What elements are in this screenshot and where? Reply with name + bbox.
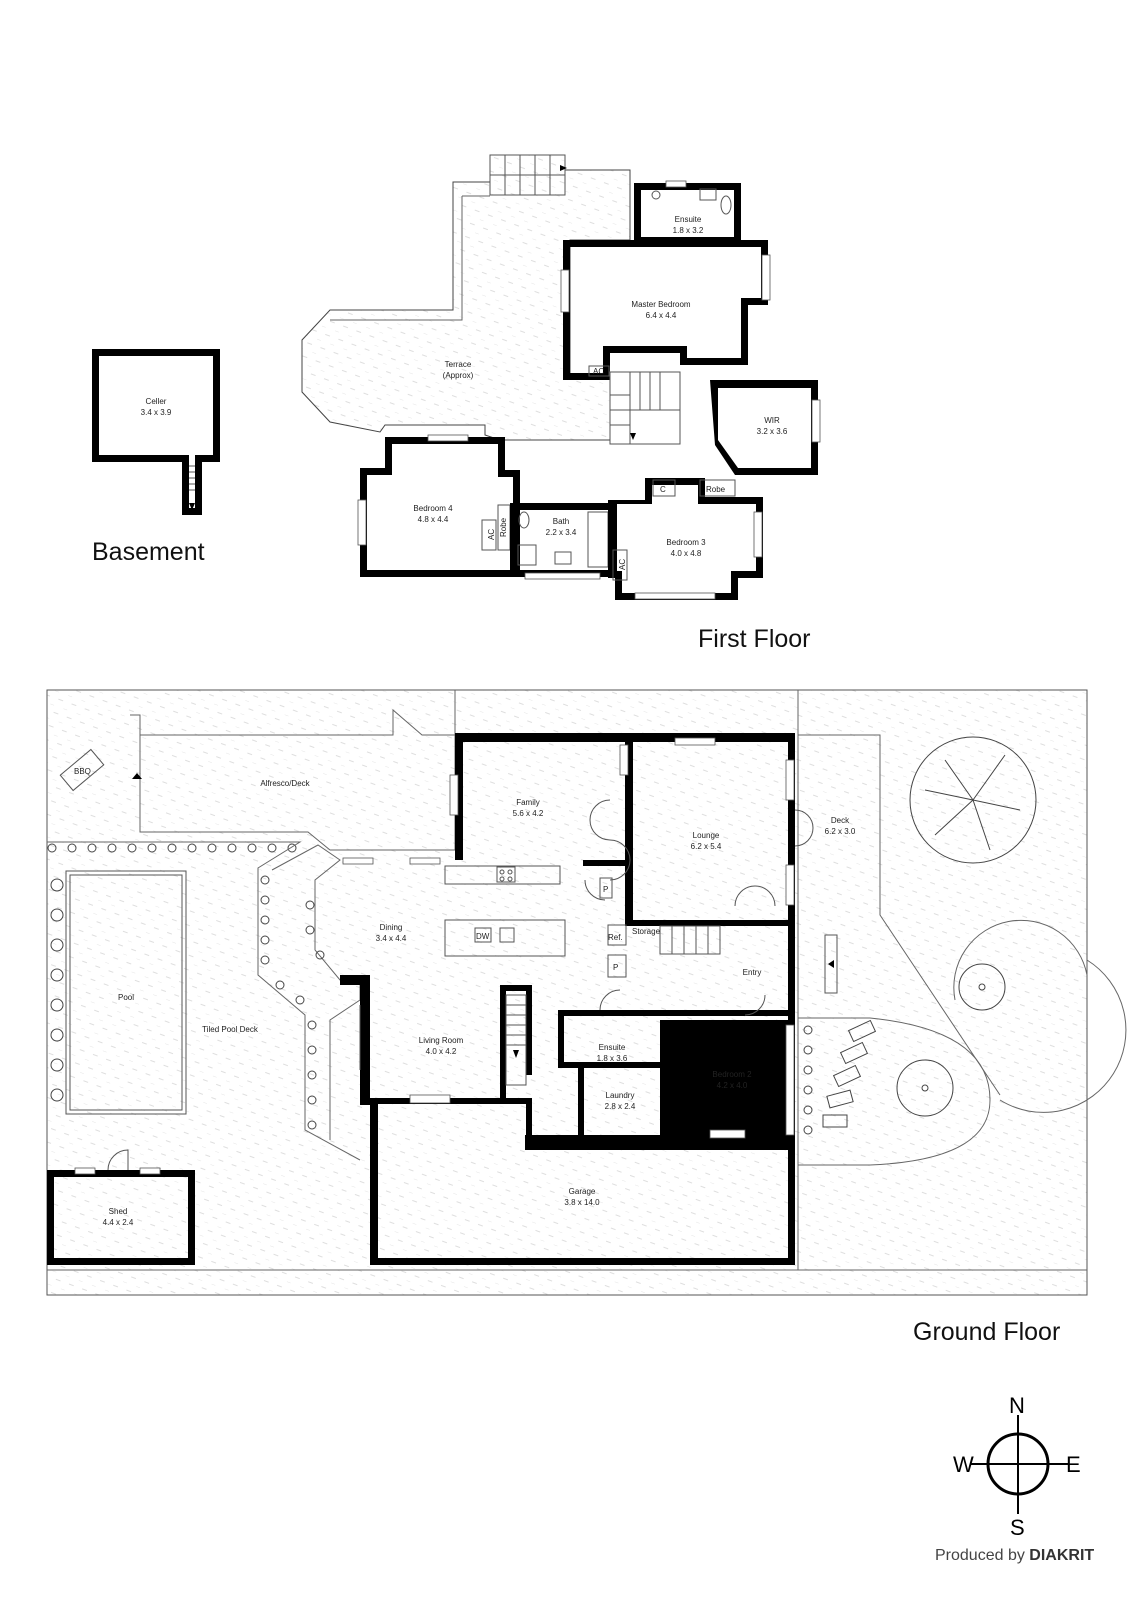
deck-name: Deck xyxy=(831,816,850,825)
terrace-name: Terrace xyxy=(445,360,472,369)
bedroom4-dims: 4.8 x 4.4 xyxy=(418,515,449,524)
wir-dims: 3.2 x 3.6 xyxy=(757,427,788,436)
terrace-area xyxy=(301,154,631,441)
pool-edge-stones xyxy=(47,843,297,1102)
compass-w: W xyxy=(953,1452,974,1477)
garage-dims: 3.8 x 14.0 xyxy=(564,1198,600,1207)
ground-floor-title: Ground Floor xyxy=(913,1318,1060,1346)
credit-brand: DIAKRIT xyxy=(1029,1547,1094,1564)
wir-name: WIR xyxy=(764,416,780,425)
bath-dims: 2.2 x 3.4 xyxy=(546,528,577,537)
compass: N S E W xyxy=(953,1393,1081,1540)
bath-name: Bath xyxy=(553,517,569,526)
master-dims: 6.4 x 4.4 xyxy=(646,311,677,320)
bedroom3-dims: 4.0 x 4.8 xyxy=(671,549,702,558)
ensuite-ff-name: Ensuite xyxy=(675,215,702,224)
basement-title: Basement xyxy=(92,538,205,566)
stepping-stones xyxy=(803,1019,877,1135)
compass-e: E xyxy=(1066,1452,1081,1477)
ground-floor-plan: Alfresco/Deck BBQ Pool Tiled Po xyxy=(46,689,1127,1346)
compass-n: N xyxy=(1009,1393,1025,1418)
credit-prefix: Produced by xyxy=(935,1547,1029,1564)
entry-name: Entry xyxy=(743,968,762,977)
robe-label-bed3: Robe xyxy=(706,485,726,494)
c-label: C xyxy=(660,485,666,494)
terrace-dims: (Approx) xyxy=(443,371,474,380)
dw-label: DW xyxy=(476,932,490,941)
celler-name: Celler xyxy=(146,397,167,406)
ensuite-gf-dims: 1.8 x 3.6 xyxy=(597,1054,628,1063)
laundry-dims: 2.8 x 2.4 xyxy=(605,1102,636,1111)
pantry-label-1: P xyxy=(603,885,608,894)
ac-label-master: AC xyxy=(593,367,604,376)
ensuite-gf-name: Ensuite xyxy=(599,1043,626,1052)
ground-floor-stairs xyxy=(505,925,721,1086)
pool-name: Pool xyxy=(118,993,134,1002)
alfresco-name: Alfresco/Deck xyxy=(260,779,310,788)
bedroom4-name: Bedroom 4 xyxy=(413,504,453,513)
ensuite-ff-dims: 1.8 x 3.2 xyxy=(673,226,704,235)
shed-name: Shed xyxy=(109,1207,128,1216)
tree-small-2 xyxy=(896,1059,954,1117)
bedroom2-dims: 4.2 x 4.0 xyxy=(717,1081,748,1090)
lounge-name: Lounge xyxy=(693,831,720,840)
tree-small-1 xyxy=(958,963,1006,1011)
ref-label: Ref. xyxy=(608,933,623,942)
family-name: Family xyxy=(516,798,540,807)
basement-plan: Celler 3.4 x 3.9 Basement xyxy=(92,349,220,566)
robe-label-bed4: Robe xyxy=(499,517,508,537)
compass-s: S xyxy=(1010,1515,1025,1540)
deck-dims: 6.2 x 3.0 xyxy=(825,827,856,836)
first-floor-plan: Terrace (Approx) Ensuite 1.8 x 3.2 AC Ma… xyxy=(301,154,821,653)
first-floor-stairs xyxy=(609,371,681,445)
bbq-label: BBQ xyxy=(74,767,91,776)
basement-stairs xyxy=(189,465,195,510)
bedroom3-name: Bedroom 3 xyxy=(666,538,706,547)
master-name: Master Bedroom xyxy=(631,300,690,309)
first-floor-title: First Floor xyxy=(698,625,811,653)
family-dims: 5.6 x 4.2 xyxy=(513,809,544,818)
ac-label-bed4: AC xyxy=(487,529,496,540)
tree-large xyxy=(909,736,1037,864)
laundry-name: Laundry xyxy=(606,1091,635,1100)
lounge-dims: 6.2 x 5.4 xyxy=(691,842,722,851)
credit: Produced by DIAKRIT xyxy=(935,1547,1094,1564)
shed-dims: 4.4 x 2.4 xyxy=(103,1218,134,1227)
living-name: Living Room xyxy=(419,1036,464,1045)
pooldeck-name: Tiled Pool Deck xyxy=(202,1025,259,1034)
bedroom2-name: Bedroom 2 xyxy=(712,1070,752,1079)
garage-name: Garage xyxy=(569,1187,596,1196)
dining-name: Dining xyxy=(380,923,403,932)
storage-label: Storage xyxy=(632,927,661,936)
pantry-label-2: P xyxy=(613,963,618,972)
pool-deck-stones xyxy=(260,875,325,1130)
celler-dims: 3.4 x 3.9 xyxy=(141,408,172,417)
living-dims: 4.0 x 4.2 xyxy=(426,1047,457,1056)
ac-label-bed3: AC xyxy=(618,559,627,570)
terrace-stairs xyxy=(489,154,567,196)
dining-dims: 3.4 x 4.4 xyxy=(376,934,407,943)
